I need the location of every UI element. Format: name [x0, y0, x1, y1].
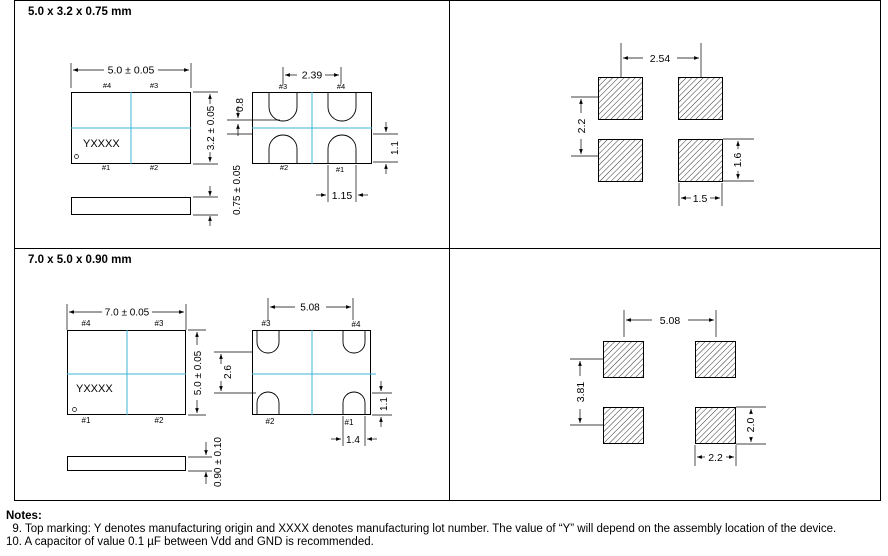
- top-marking: YXXXX: [76, 383, 113, 395]
- land-pad: [678, 77, 723, 120]
- dim-pad-width: 1.15: [332, 190, 353, 202]
- top-marking: YXXXX: [83, 138, 120, 150]
- pin-label: #1: [82, 416, 91, 425]
- pin-label: #4: [337, 82, 345, 91]
- pin-label: #3: [155, 319, 164, 328]
- dim-width: 5.0 ± 0.05: [193, 350, 204, 395]
- bottom-view-5x3: 2.39 #3 #4 #2 #1 0.8 1.1 1.15: [227, 67, 401, 202]
- pin-label: #3: [279, 82, 287, 91]
- dim-land-pad-w: 2.2: [708, 452, 723, 464]
- notes-title: Notes:: [6, 510, 42, 522]
- dim-pad-height: 2.6: [223, 365, 234, 379]
- note-item: 9. Top marking: Y denotes manufacturing …: [6, 523, 837, 535]
- land-pad: [603, 407, 644, 444]
- dim-length: 7.0 ± 0.05: [105, 308, 150, 319]
- dim-land-pad-h: 2.0: [745, 418, 757, 433]
- pin1-dot: [72, 407, 77, 412]
- pin-label: #4: [352, 320, 361, 329]
- pin-label: #2: [155, 416, 164, 425]
- notes-block: Notes: 9. Top marking: Y denotes manufac…: [6, 510, 886, 549]
- pin-label: #4: [103, 81, 111, 90]
- dim-pad-clear: 1.1: [379, 397, 390, 411]
- bottom-view-7x5: 5.08 #3 #4 #2 #1 2.6 1.1 1.4: [214, 298, 392, 446]
- land-pattern-5x3: 2.54 2.2 1.6 1.5: [571, 43, 754, 206]
- dim-height: 0.90 ± 0.10: [213, 437, 224, 487]
- note-item: 10. A capacitor of value 0.1 µF between …: [6, 536, 374, 548]
- top-view-5x3: 5.0 ± 0.05 #4 #3 YXXXX #1 #2 3.2 ± 0.05: [70, 63, 218, 172]
- pin-label: #3: [150, 81, 158, 90]
- dim-pad-clear: 1.1: [390, 141, 401, 155]
- dim-width: 3.2 ± 0.05: [206, 105, 217, 150]
- dim-land-pad-w: 1.5: [693, 193, 708, 205]
- pin-label: #2: [280, 163, 288, 172]
- pin-label: #1: [102, 163, 110, 172]
- dim-land-pitch-x: 5.08: [660, 315, 681, 327]
- pin-label: #2: [266, 417, 275, 426]
- dim-land-pitch-x: 2.54: [650, 53, 671, 65]
- land-pad: [598, 139, 643, 182]
- dim-pad-pitch: 5.08: [300, 303, 320, 314]
- section-2-title: 7.0 x 5.0 x 0.90 mm: [28, 254, 132, 266]
- dim-pad-height: 0.8: [235, 98, 246, 112]
- table-grid: [14, 0, 881, 501]
- pin-label: #4: [82, 319, 91, 328]
- side-view-5x3: 0.75 ± 0.05: [71, 165, 243, 226]
- land-pad: [695, 341, 736, 378]
- dim-land-pitch-y: 3.81: [575, 382, 587, 403]
- side-view-7x5: 0.90 ± 0.10: [67, 437, 224, 487]
- dim-land-pitch-y: 2.2: [576, 119, 588, 134]
- land-pad: [695, 407, 736, 444]
- land-pad: [678, 139, 723, 182]
- dim-length: 5.0 ± 0.05: [108, 65, 155, 77]
- pin-label: #3: [262, 319, 271, 328]
- land-pad: [598, 77, 643, 120]
- section-1-title: 5.0 x 3.2 x 0.75 mm: [28, 6, 132, 18]
- land-pad: [603, 341, 644, 378]
- dim-pad-pitch: 2.39: [302, 70, 323, 82]
- pin-label: #2: [150, 163, 158, 172]
- pin-label: #1: [336, 165, 344, 174]
- pin-label: #1: [345, 418, 354, 427]
- pin1-dot: [74, 154, 79, 159]
- dim-pad-width: 1.4: [346, 435, 360, 446]
- top-view-7x5: 7.0 ± 0.05 #4 #3 YXXXX #1 #2 5.0 ± 0.05: [66, 304, 206, 425]
- land-pattern-7x5: 5.08 3.81 2.0 2.2: [570, 310, 766, 466]
- dim-height: 0.75 ± 0.05: [232, 165, 243, 215]
- dim-land-pad-h: 1.6: [732, 153, 744, 168]
